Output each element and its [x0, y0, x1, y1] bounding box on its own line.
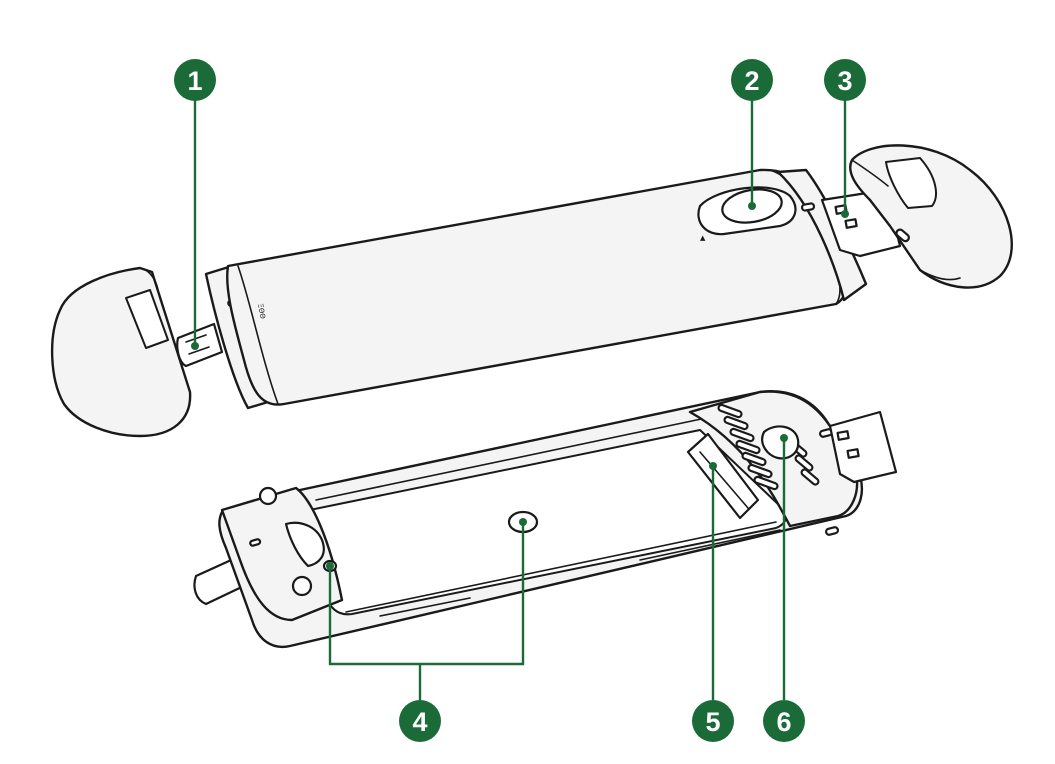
callout-4-label: 4: [412, 707, 427, 737]
right-cap: [849, 144, 1013, 289]
callout-4: 4: [326, 518, 527, 742]
callout-6: 6: [763, 434, 805, 742]
callout-2: 2: [731, 59, 773, 210]
usb-c-connector-top: [176, 322, 224, 368]
callout-3-label: 3: [837, 66, 852, 96]
usb-a-connector-bottom: [828, 410, 898, 484]
callout-1: 1: [174, 59, 216, 350]
top-device: ▲ ΞΘΘ: [50, 144, 1013, 438]
callout-2-label: 2: [744, 66, 759, 96]
indicator-hole: [761, 425, 800, 460]
tray: [218, 390, 864, 649]
callout-5: 5: [692, 462, 734, 742]
bottom-device: [193, 390, 898, 649]
left-cap: [50, 266, 192, 438]
right-collar: [776, 168, 868, 302]
callout-3: 3: [824, 59, 866, 218]
callout-1-label: 1: [187, 66, 202, 96]
callout-5-label: 5: [705, 707, 720, 737]
callout-6-label: 6: [776, 707, 791, 737]
side-mark: ΞΘΘ: [256, 303, 267, 320]
card-slot: [686, 432, 760, 520]
callouts: 1 2 3 4 5: [174, 59, 866, 742]
power-button[interactable]: [697, 185, 797, 236]
button-mark: ▲: [700, 234, 706, 242]
vent-slots: [717, 403, 820, 491]
